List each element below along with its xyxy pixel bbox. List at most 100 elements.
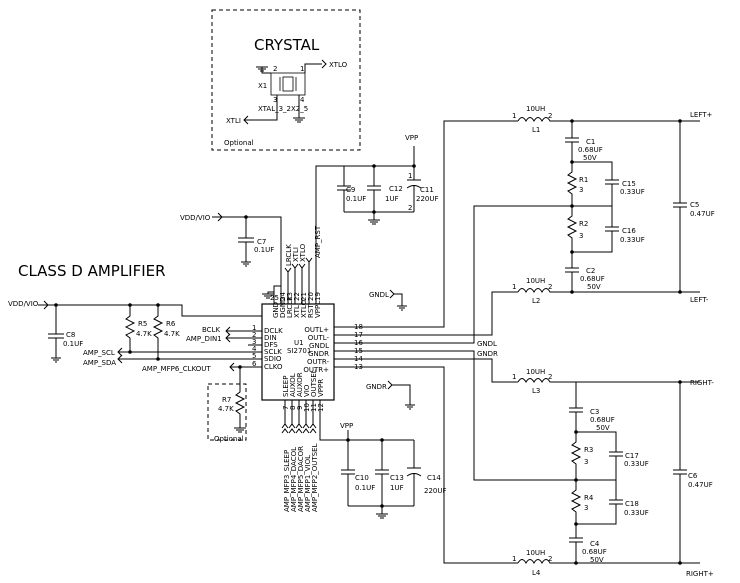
svg-text:0.47UF: 0.47UF bbox=[690, 210, 715, 218]
svg-text:24: 24 bbox=[279, 292, 287, 301]
svg-text:0.47UF: 0.47UF bbox=[688, 481, 713, 489]
svg-text:10UH: 10UH bbox=[526, 105, 545, 113]
cap-c18 bbox=[576, 479, 623, 525]
svg-text:R5: R5 bbox=[138, 320, 147, 328]
svg-text:AUXOL: AUXOL bbox=[289, 373, 297, 397]
svg-text:CLKO: CLKO bbox=[264, 363, 283, 371]
svg-text:LRCLK: LRCLK bbox=[286, 296, 294, 318]
svg-text:SLEEP: SLEEP bbox=[282, 376, 290, 397]
svg-text:GNDL: GNDL bbox=[309, 342, 329, 350]
svg-text:VIO: VIO bbox=[303, 384, 311, 397]
net-amp-din1: AMP_DIN1 bbox=[186, 335, 222, 343]
cap-c13 bbox=[375, 440, 389, 506]
svg-text:AUXOR: AUXOR bbox=[296, 372, 304, 397]
svg-text:1: 1 bbox=[512, 283, 516, 291]
svg-text:1: 1 bbox=[252, 324, 256, 332]
svg-text:3: 3 bbox=[579, 232, 583, 240]
ic-part: SI2701 bbox=[287, 347, 311, 355]
inductor-l3 bbox=[517, 378, 680, 384]
ic-u1-body bbox=[261, 303, 335, 401]
svg-text:OUTL-: OUTL- bbox=[308, 334, 330, 342]
svg-text:3: 3 bbox=[584, 458, 588, 466]
svg-text:4.7K: 4.7K bbox=[218, 405, 234, 413]
svg-text:DFS: DFS bbox=[264, 341, 278, 349]
ic-left-pins: 1 DCLK 2 DIN 3 DFS 4 SCLK 5 SDIO 6 CLKO bbox=[248, 324, 283, 371]
xtli-port-arrow bbox=[243, 115, 249, 125]
ic-bottom-pins: SLEEP AUXOL AUXOR VIO OUTSEL VPPR 7 8 9 … bbox=[281, 369, 325, 512]
svg-text:10UH: 10UH bbox=[526, 549, 545, 557]
svg-text:C9: C9 bbox=[346, 186, 355, 194]
left-input-network: VDD/VIO C8 0.1UF R5 4.7K R6 4.7K AMP_SCL… bbox=[8, 300, 262, 443]
svg-text:C14: C14 bbox=[427, 474, 441, 482]
crystal-optional-box bbox=[211, 9, 361, 151]
cap-c8 bbox=[48, 305, 64, 363]
svg-text:C1: C1 bbox=[586, 138, 595, 146]
svg-text:3: 3 bbox=[252, 338, 256, 346]
net-amp-mfp5-dacor: AMP_MFP5_DACOR bbox=[297, 446, 305, 512]
crystal-block: CRYSTAL X1 XTAL_3_2X2_5 2 1 3 4 XTLO XTL… bbox=[211, 9, 361, 151]
resistor-r3 bbox=[570, 432, 582, 480]
svg-text:OUTSEL: OUTSEL bbox=[310, 369, 318, 397]
svg-text:0.68UF: 0.68UF bbox=[578, 146, 603, 154]
svg-text:10: 10 bbox=[303, 403, 311, 412]
svg-text:0.1UF: 0.1UF bbox=[63, 340, 83, 348]
svg-text:R4: R4 bbox=[584, 494, 594, 502]
svg-text:DGND: DGND bbox=[279, 297, 287, 318]
net-amp-mfp2-outsel: AMP_MFP2_OUTSEL bbox=[311, 443, 319, 512]
cap-c7 bbox=[238, 217, 254, 267]
svg-text:3: 3 bbox=[273, 96, 277, 104]
svg-text:C17: C17 bbox=[625, 452, 639, 460]
crystal-xtlo-net: XTLO bbox=[329, 61, 348, 69]
svg-text:C10: C10 bbox=[355, 474, 369, 482]
svg-text:1: 1 bbox=[512, 373, 516, 381]
right-output-filter: 10UH L3 1 2 RIGHT- C3 0.68UF 50V R3 3 C1… bbox=[512, 368, 714, 578]
svg-text:5: 5 bbox=[252, 352, 256, 360]
svg-text:10UH: 10UH bbox=[526, 368, 545, 376]
svg-text:220UF: 220UF bbox=[424, 487, 447, 495]
svg-text:0.68UF: 0.68UF bbox=[582, 548, 607, 556]
inductor-l4 bbox=[517, 559, 680, 565]
cap-c12 bbox=[367, 185, 381, 212]
net-left-minus: LEFT- bbox=[690, 296, 709, 304]
svg-text:OUTR+: OUTR+ bbox=[303, 366, 329, 374]
ic-ref: U1 bbox=[294, 339, 304, 347]
svg-text:8: 8 bbox=[289, 406, 297, 410]
vpp-bottom-decoupling: VPP C10 0.1UF C13 1UF C14 220UF bbox=[319, 412, 447, 519]
svg-text:R3: R3 bbox=[584, 446, 593, 454]
svg-text:21: 21 bbox=[300, 292, 308, 301]
svg-text:GNDR: GNDR bbox=[308, 350, 329, 358]
resistor-r4 bbox=[570, 480, 582, 524]
svg-text:DIN: DIN bbox=[264, 334, 277, 342]
svg-text:23: 23 bbox=[286, 292, 294, 301]
svg-text:4.7K: 4.7K bbox=[164, 330, 180, 338]
svg-text:C12: C12 bbox=[389, 185, 403, 193]
cap-c15 bbox=[572, 161, 619, 207]
ic-u1: U1 SI2701 1 DCLK 2 DIN 3 DFS 4 SCLK 5 SD… bbox=[248, 292, 363, 512]
svg-text:OUTR-: OUTR- bbox=[307, 358, 329, 366]
svg-text:C8: C8 bbox=[66, 331, 75, 339]
svg-text:C4: C4 bbox=[590, 540, 600, 548]
svg-text:0.1UF: 0.1UF bbox=[346, 195, 366, 203]
ground-ports: GNDL GNDR bbox=[366, 289, 415, 410]
svg-text:1: 1 bbox=[512, 112, 516, 120]
svg-text:2: 2 bbox=[548, 373, 552, 381]
resistor-r7 bbox=[234, 367, 246, 433]
cap-c11 bbox=[406, 179, 422, 212]
svg-text:C15: C15 bbox=[622, 180, 636, 188]
left-output-filter: 10UH L1 1 2 LEFT+ C1 0.68UF 50V R1 3 C15… bbox=[512, 105, 715, 305]
net-amp-mfp1-viol: AMP_MFP1_VIOL bbox=[304, 455, 312, 512]
net-amp-mfp4-dacol: AMP_MFP4_DACOL bbox=[290, 447, 298, 512]
cap-c3 bbox=[569, 382, 583, 432]
resistor-r6 bbox=[152, 305, 248, 360]
svg-text:7: 7 bbox=[282, 406, 290, 410]
svg-text:0.68UF: 0.68UF bbox=[590, 416, 615, 424]
svg-text:1: 1 bbox=[408, 172, 412, 180]
svg-text:1UF: 1UF bbox=[385, 195, 399, 203]
svg-text:4: 4 bbox=[300, 96, 305, 104]
top-net-connections: LRCLK XTLI XTLO AMP_RST VPP VDD/VIO C7 0… bbox=[180, 134, 418, 299]
net-amp-rst: AMP_RST bbox=[314, 225, 322, 258]
r7-optional-label: Optional bbox=[214, 435, 244, 443]
resistor-r2 bbox=[566, 206, 578, 252]
svg-text:GND: GND bbox=[272, 302, 280, 318]
cap-c2 bbox=[565, 252, 579, 292]
